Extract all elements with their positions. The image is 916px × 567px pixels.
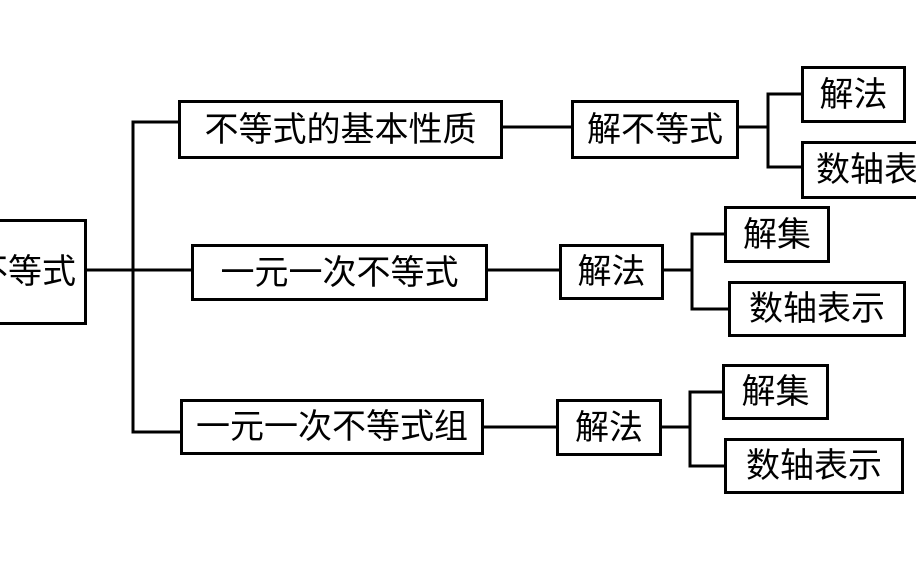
leaf-node-label: 数轴表示 [816,150,916,190]
leaf-node-label: 解法 [819,74,888,115]
leaf-node-label: 数轴表示 [749,289,885,329]
child-node-label: 解法 [575,407,643,448]
branch-node-label: 一元一次不等式组 [196,407,468,447]
leaf-node-number-line: 数轴表示 [728,281,906,337]
root-node: 不等式 [0,219,87,325]
leaf-node-number-line: 数轴表示 [724,438,904,494]
leaf-node-label: 解集 [743,214,811,255]
leaf-node-label: 解集 [741,372,810,412]
child-node-method: 解法 [556,399,662,456]
leaf-node-label: 数轴表示 [746,446,882,486]
branch-node-linear-inequality-system: 一元一次不等式组 [180,399,484,455]
branch-node-properties: 不等式的基本性质 [178,100,503,159]
leaf-node-solution-set: 解集 [724,206,830,263]
child-node-label: 解法 [577,252,646,292]
leaf-node-number-line: 数轴表示 [801,141,916,199]
child-node-solve-inequality: 解不等式 [571,100,739,159]
root-node-label: 不等式 [0,252,76,292]
child-node-label: 解不等式 [587,109,723,150]
leaf-node-solution-set: 解集 [722,364,829,420]
branch-node-label: 一元一次不等式 [220,252,459,293]
branch-node-label: 不等式的基本性质 [204,109,477,150]
branch-node-linear-inequality: 一元一次不等式 [191,244,488,301]
child-node-method: 解法 [559,244,664,300]
leaf-node-method: 解法 [801,66,906,123]
